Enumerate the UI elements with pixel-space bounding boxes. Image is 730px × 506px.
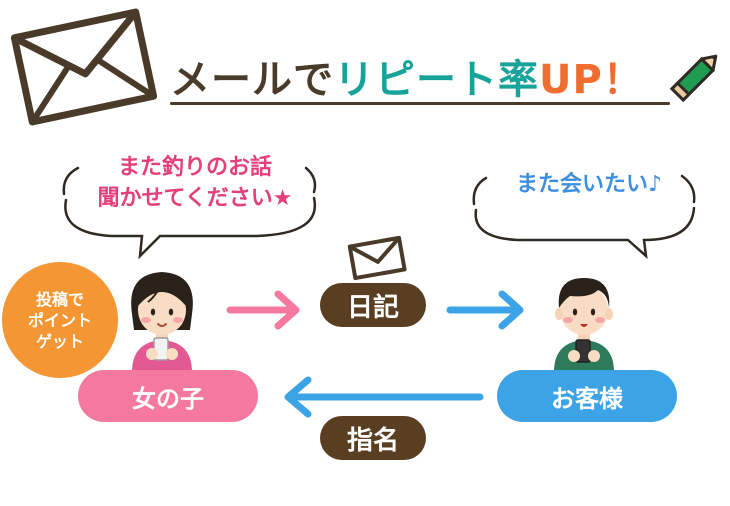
points-badge-line3: ゲット	[35, 331, 84, 351]
customer-label: お客様	[497, 370, 677, 422]
shimei-label: 指名	[320, 416, 426, 460]
points-badge-line1: 投稿で	[35, 289, 84, 309]
envelope-large-icon	[10, 8, 158, 126]
points-badge: 投稿で ポイント ゲット	[2, 262, 118, 378]
girl-bubble-line1: また釣りのお話	[117, 155, 272, 180]
girl-label: 女の子	[78, 370, 258, 422]
arrow-left-blue	[284, 376, 484, 418]
arrow-right-pink	[226, 290, 300, 330]
points-badge-line2: ポイント	[27, 310, 92, 330]
customer-bubble-text: また会いたい♪	[515, 172, 663, 197]
girl-bubble-line2: 聞かせてください★	[97, 186, 293, 211]
title-part-up: UP！	[539, 57, 644, 103]
girl-speech-bubble	[62, 166, 317, 260]
girl-bubble-text: また釣りのお話 聞かせてください★	[80, 152, 310, 214]
title-part-repeat: リピート率	[334, 57, 539, 103]
customer-speech-bubble	[472, 174, 696, 260]
pencil-icon	[669, 54, 718, 103]
title-underline	[170, 102, 670, 105]
customer-illustration	[554, 278, 614, 372]
title-part-mail: メールで	[170, 57, 334, 103]
girl-illustration	[131, 272, 193, 372]
diary-label: 日記	[320, 283, 426, 327]
envelope-small-icon	[347, 235, 407, 281]
page-title: メールで リピート率 UP！	[170, 46, 644, 106]
arrow-right-blue	[446, 290, 524, 330]
